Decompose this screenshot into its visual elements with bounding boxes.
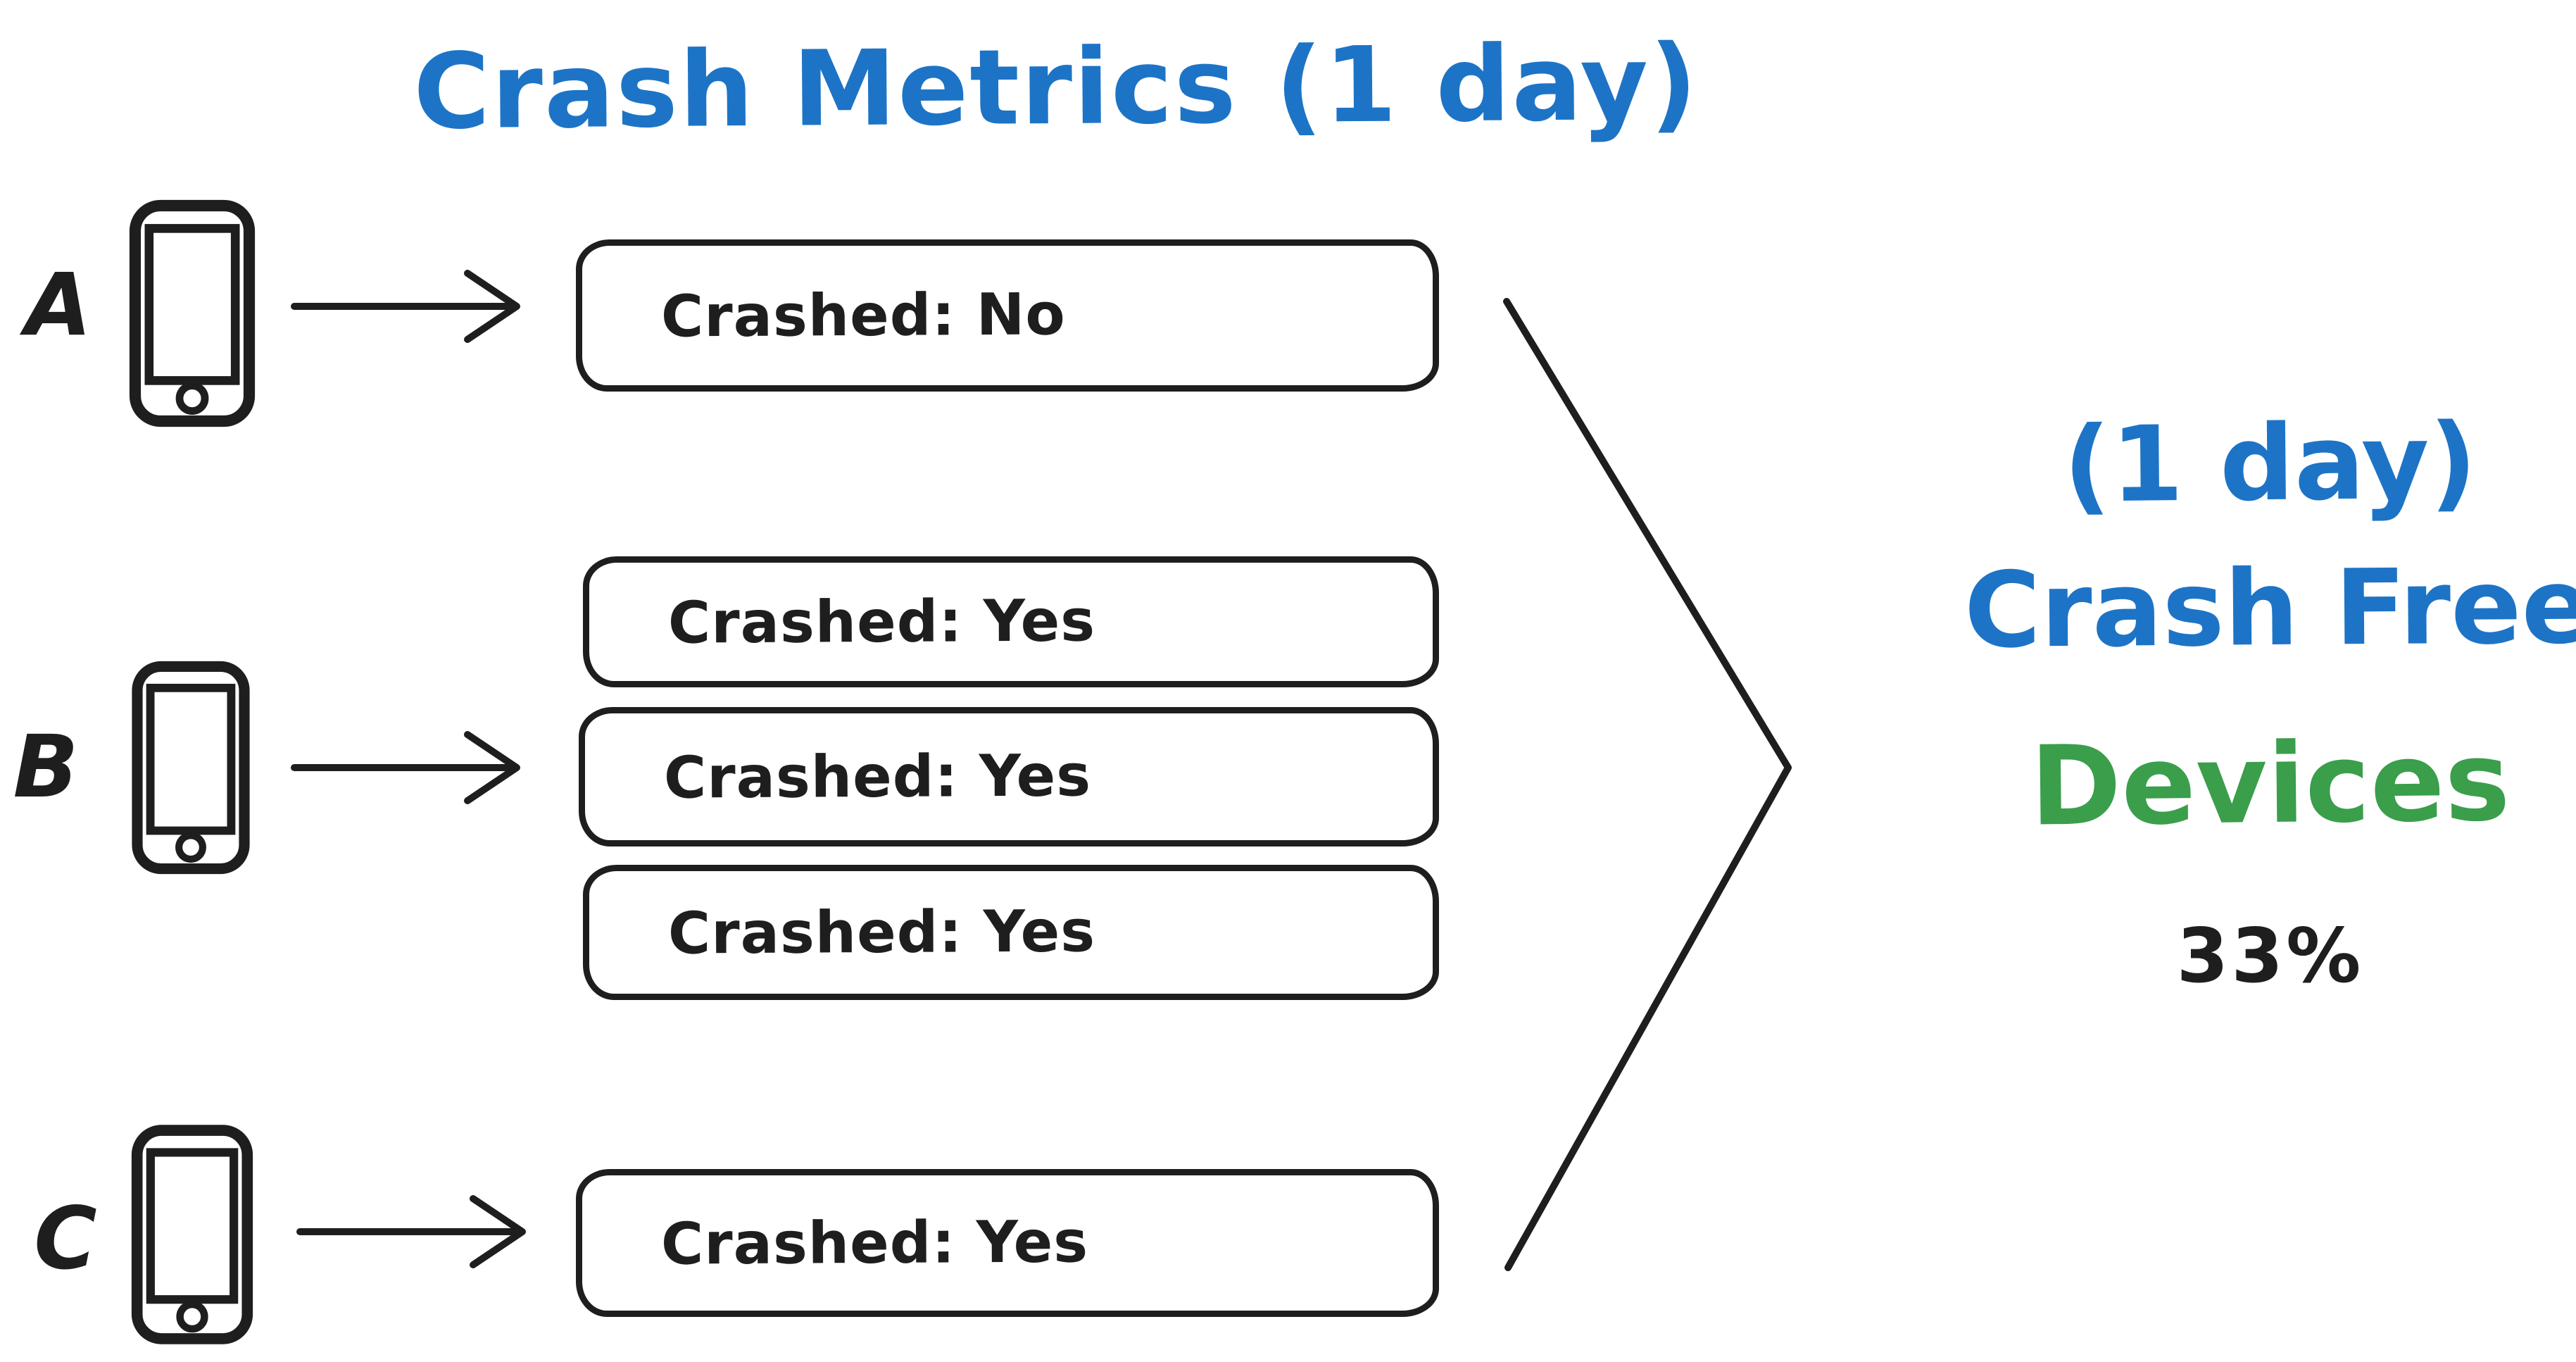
arrow-right-icon — [291, 270, 520, 343]
session-box-label: Crashed: No — [660, 280, 1066, 351]
diagram-title: Crash Metrics (1 day) — [413, 22, 1699, 153]
session-box: Crashed: Yes — [576, 1169, 1439, 1317]
arrow-right-icon — [296, 1195, 526, 1268]
result-metric-target: Devices — [2029, 717, 2511, 851]
arrow-right-icon — [291, 731, 520, 804]
result-period: (1 day) — [2062, 401, 2478, 526]
device-label-b: B — [13, 717, 79, 817]
session-box: Crashed: Yes — [583, 865, 1439, 1000]
result-value: 33% — [2176, 913, 2364, 999]
merge-chevron-icon — [1503, 298, 1792, 1271]
result-metric-name: Crash Free — [1964, 545, 2576, 672]
device-label-a: A — [25, 255, 92, 355]
session-box: Crashed: Yes — [583, 556, 1439, 687]
session-box-label: Crashed: Yes — [667, 897, 1096, 968]
session-box: Crashed: No — [576, 239, 1439, 392]
session-box: Crashed: Yes — [579, 707, 1439, 846]
phone-icon — [129, 199, 256, 427]
device-label-c: C — [34, 1189, 97, 1289]
session-box-label: Crashed: Yes — [663, 742, 1092, 812]
phone-icon — [132, 661, 250, 875]
session-box-label: Crashed: Yes — [660, 1208, 1089, 1278]
phone-icon — [131, 1125, 253, 1344]
session-box-label: Crashed: Yes — [667, 587, 1096, 657]
